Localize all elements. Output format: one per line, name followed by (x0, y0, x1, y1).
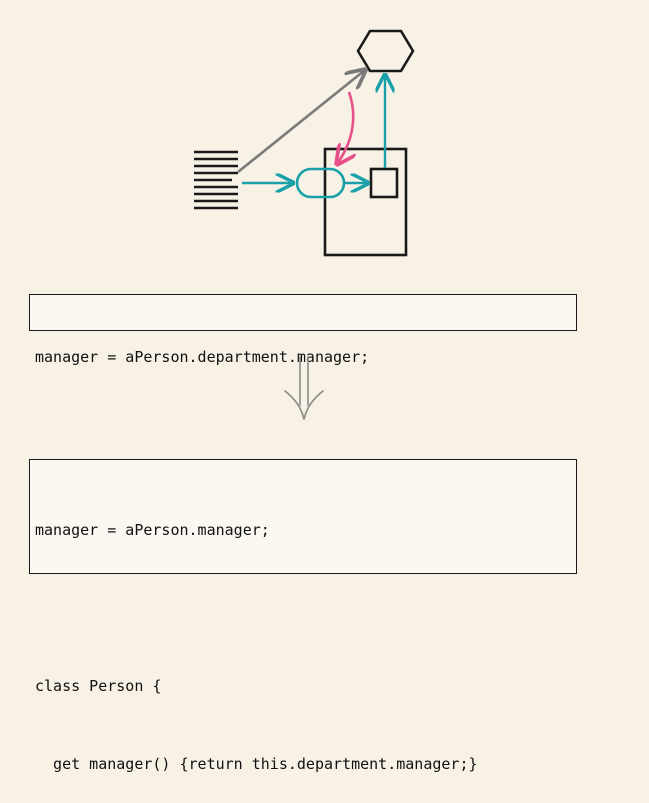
hide-delegate-diagram (194, 29, 415, 257)
new-method-arrow (337, 91, 353, 164)
code-before-box: manager = aPerson.department.manager; (29, 294, 577, 366)
double-down-arrow-icon (284, 356, 324, 420)
code-line: get manager() {return this.department.ma… (35, 755, 478, 773)
code-line: manager = aPerson.manager; (35, 521, 270, 539)
box-with-inner-square-icon (323, 147, 408, 257)
code-after-box: manager = aPerson.manager; class Person … (29, 459, 577, 773)
direct-access-arrow (237, 70, 365, 174)
hexagon-icon (356, 29, 415, 73)
delegating-method-pill (295, 167, 346, 199)
document-lines-icon (194, 150, 238, 210)
code-line: class Person { (35, 677, 162, 695)
code-line (35, 595, 571, 621)
